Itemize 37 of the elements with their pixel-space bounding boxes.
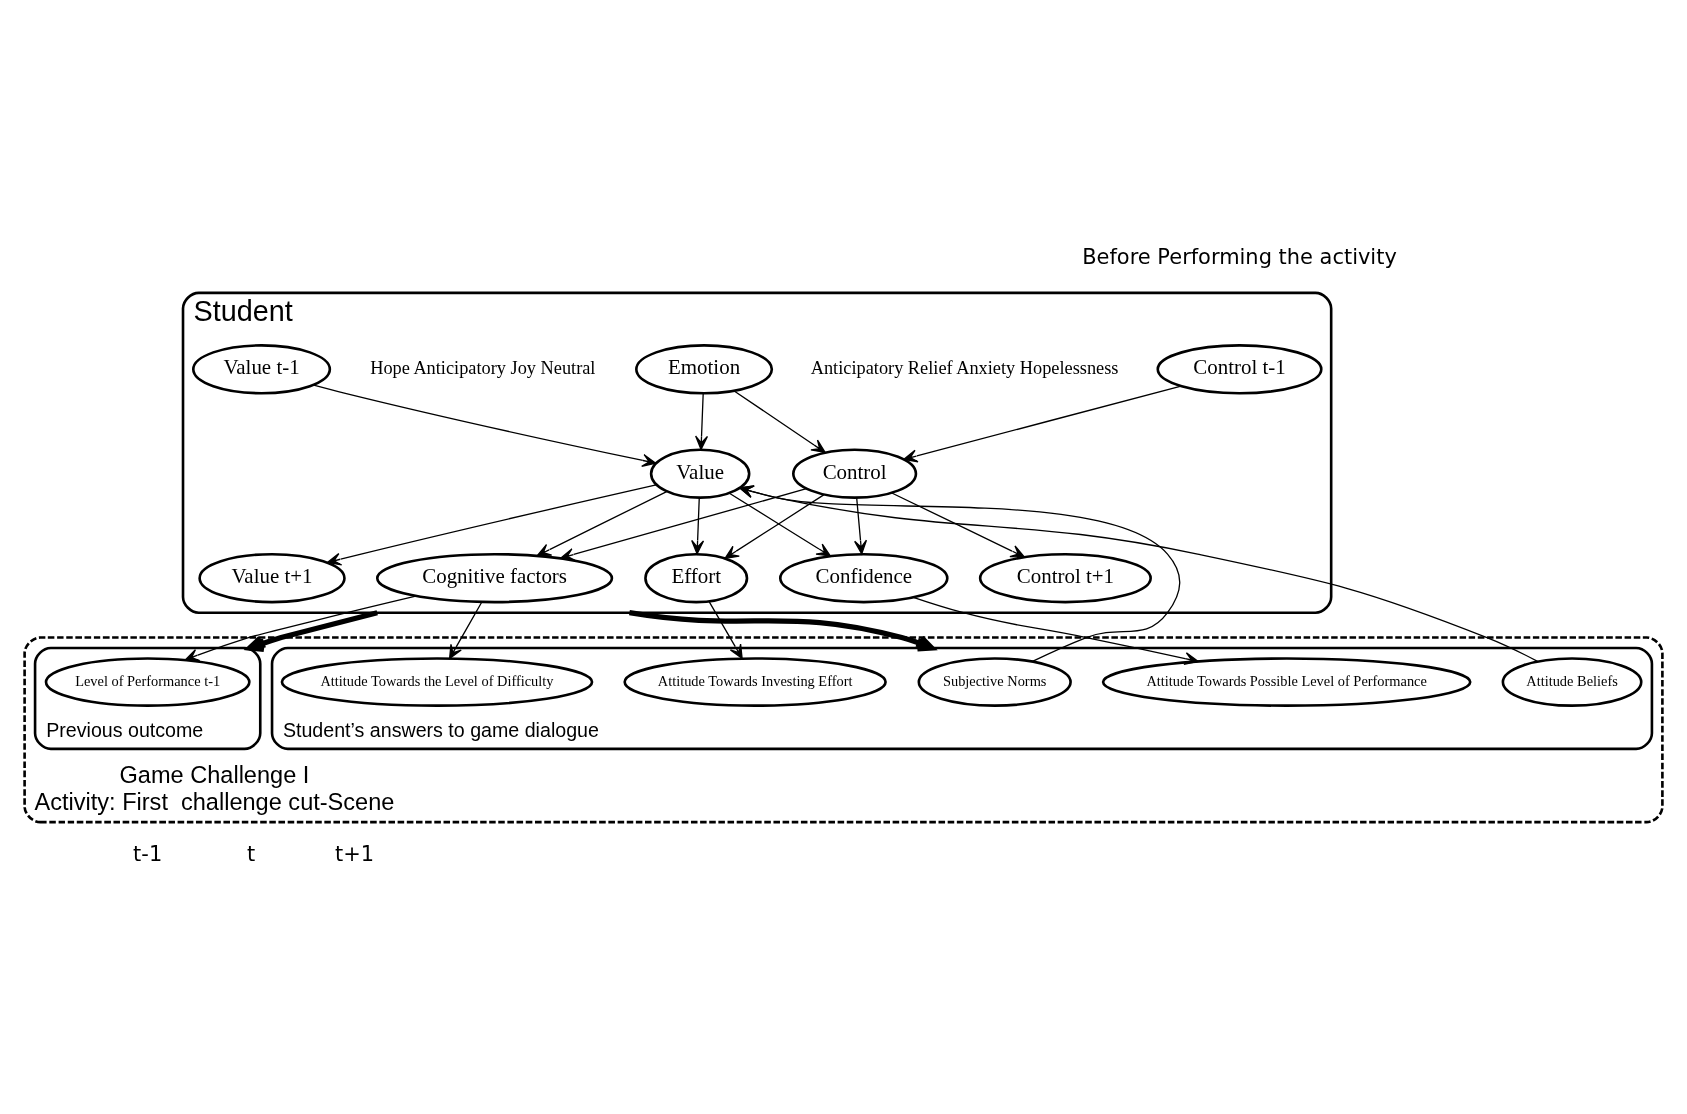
arrow (891, 491, 1025, 558)
arrow (691, 496, 705, 554)
arrow (739, 484, 1181, 662)
node-ellipse: Control t-1 (1156, 343, 1323, 394)
node-ellipse: Attitude Towards Possible Level of Performance (1101, 656, 1472, 707)
arrow (313, 384, 657, 467)
label: t (246, 841, 256, 866)
arrow (629, 609, 935, 651)
node-ellipse: Value (649, 448, 751, 499)
arrow (326, 483, 657, 566)
label: Before Performing the activity (1082, 244, 1397, 269)
label: t-1 (133, 841, 163, 866)
arrow (913, 596, 1199, 665)
node-label: Anticipatory Relief Anxiety Hopelessness (810, 357, 1119, 378)
arrow (695, 392, 709, 450)
node-ellipse: Level of Performance t-1 (44, 656, 251, 707)
arrow (903, 384, 1182, 462)
node-ellipse: Emotion (635, 343, 774, 394)
node-ellipse: Attitude Towards Investing Effort (623, 656, 887, 707)
arrow (854, 496, 868, 554)
node-ellipse: Subjective Norms (917, 656, 1072, 707)
node-ellipse: Confidence (779, 552, 949, 603)
arrow (448, 601, 483, 659)
arrow (560, 487, 808, 561)
node-ellipse: Attitude Beliefs (1501, 656, 1643, 707)
arrow (733, 389, 826, 453)
node-ellipse: Attitude Towards the Level of Difficulty (280, 656, 594, 707)
node-ellipse: Effort (644, 552, 749, 603)
node-ellipse: Control t+1 (978, 552, 1152, 603)
arrow (536, 490, 668, 556)
node-ellipse: Value t-1 (192, 343, 332, 394)
arrow (708, 600, 743, 659)
arrow (246, 609, 378, 652)
node-ellipse: Cognitive factors (375, 552, 614, 603)
label: t+1 (334, 841, 375, 866)
node-label: Hope Anticipatory Joy Neutral (370, 357, 596, 378)
arrow (184, 595, 417, 661)
